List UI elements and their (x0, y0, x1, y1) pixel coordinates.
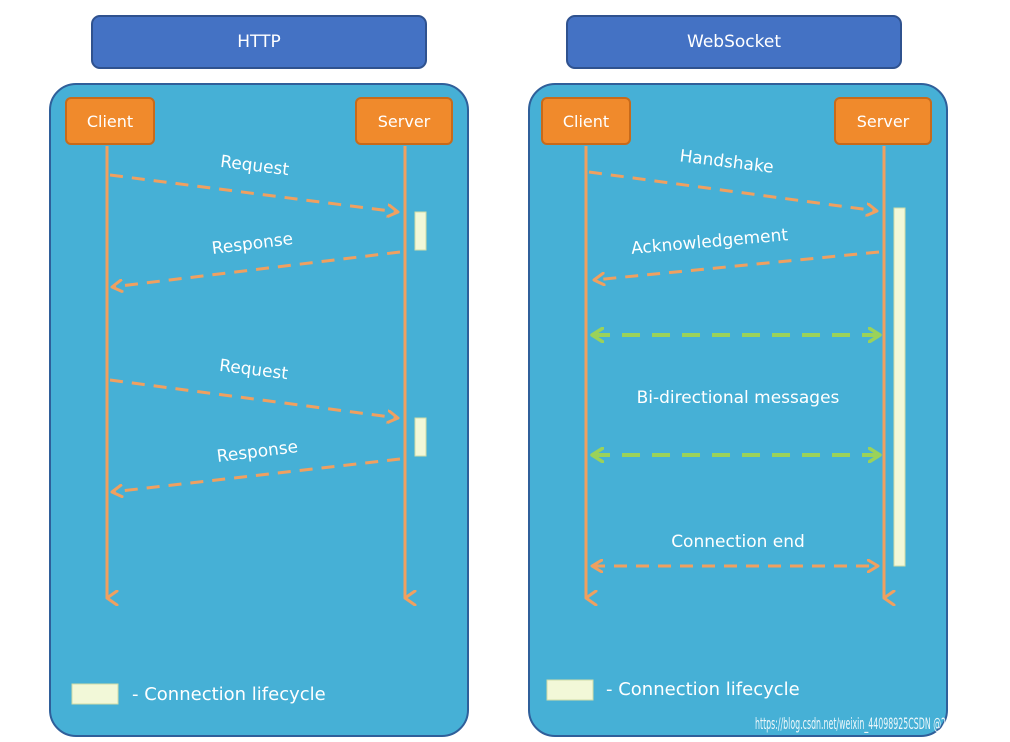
ws-server-label: Server (857, 112, 910, 131)
http-server-box (355, 97, 453, 145)
http-legend-swatch (71, 683, 119, 705)
watermark-text: https://blog.csdn.net/weixin_44098925CSD… (755, 714, 1005, 734)
ws-legend-label: - Connection lifecycle (606, 679, 800, 700)
websocket-panel: WebSocket Client Server Handshake Acknow… (528, 15, 948, 737)
websocket-header-label: WebSocket (687, 32, 781, 52)
ws-connection-end-label: Connection end (671, 532, 805, 552)
http-lifecycle-bar-2 (414, 417, 427, 457)
http-header (91, 15, 427, 69)
ws-legend-swatch (546, 679, 594, 701)
http-legend-label: - Connection lifecycle (132, 684, 326, 705)
ws-handshake-arrow (588, 170, 877, 211)
ws-acknowledgement-arrow (594, 250, 880, 280)
ws-lifecycle-bar (893, 207, 906, 567)
http-sequence-box (49, 83, 469, 737)
http-client-box (65, 97, 155, 145)
ws-client-box (541, 97, 631, 145)
websocket-sequence-box (528, 83, 948, 737)
http-server-label: Server (378, 112, 431, 131)
http-lifecycle-bar-1 (414, 211, 427, 251)
http-response-arrow-2 (112, 457, 401, 492)
http-header-label: HTTP (237, 32, 281, 52)
http-request-arrow-2 (109, 378, 398, 418)
ws-server-box (834, 97, 932, 145)
http-client-label: Client (87, 112, 133, 131)
http-panel: HTTP Client Server Request Response Requ… (49, 15, 469, 737)
http-request-arrow-1 (109, 173, 398, 212)
websocket-header (566, 15, 902, 69)
http-response-arrow-1 (112, 250, 401, 287)
ws-bidirectional-label: Bi-directional messages (637, 388, 840, 408)
ws-client-label: Client (563, 112, 609, 131)
